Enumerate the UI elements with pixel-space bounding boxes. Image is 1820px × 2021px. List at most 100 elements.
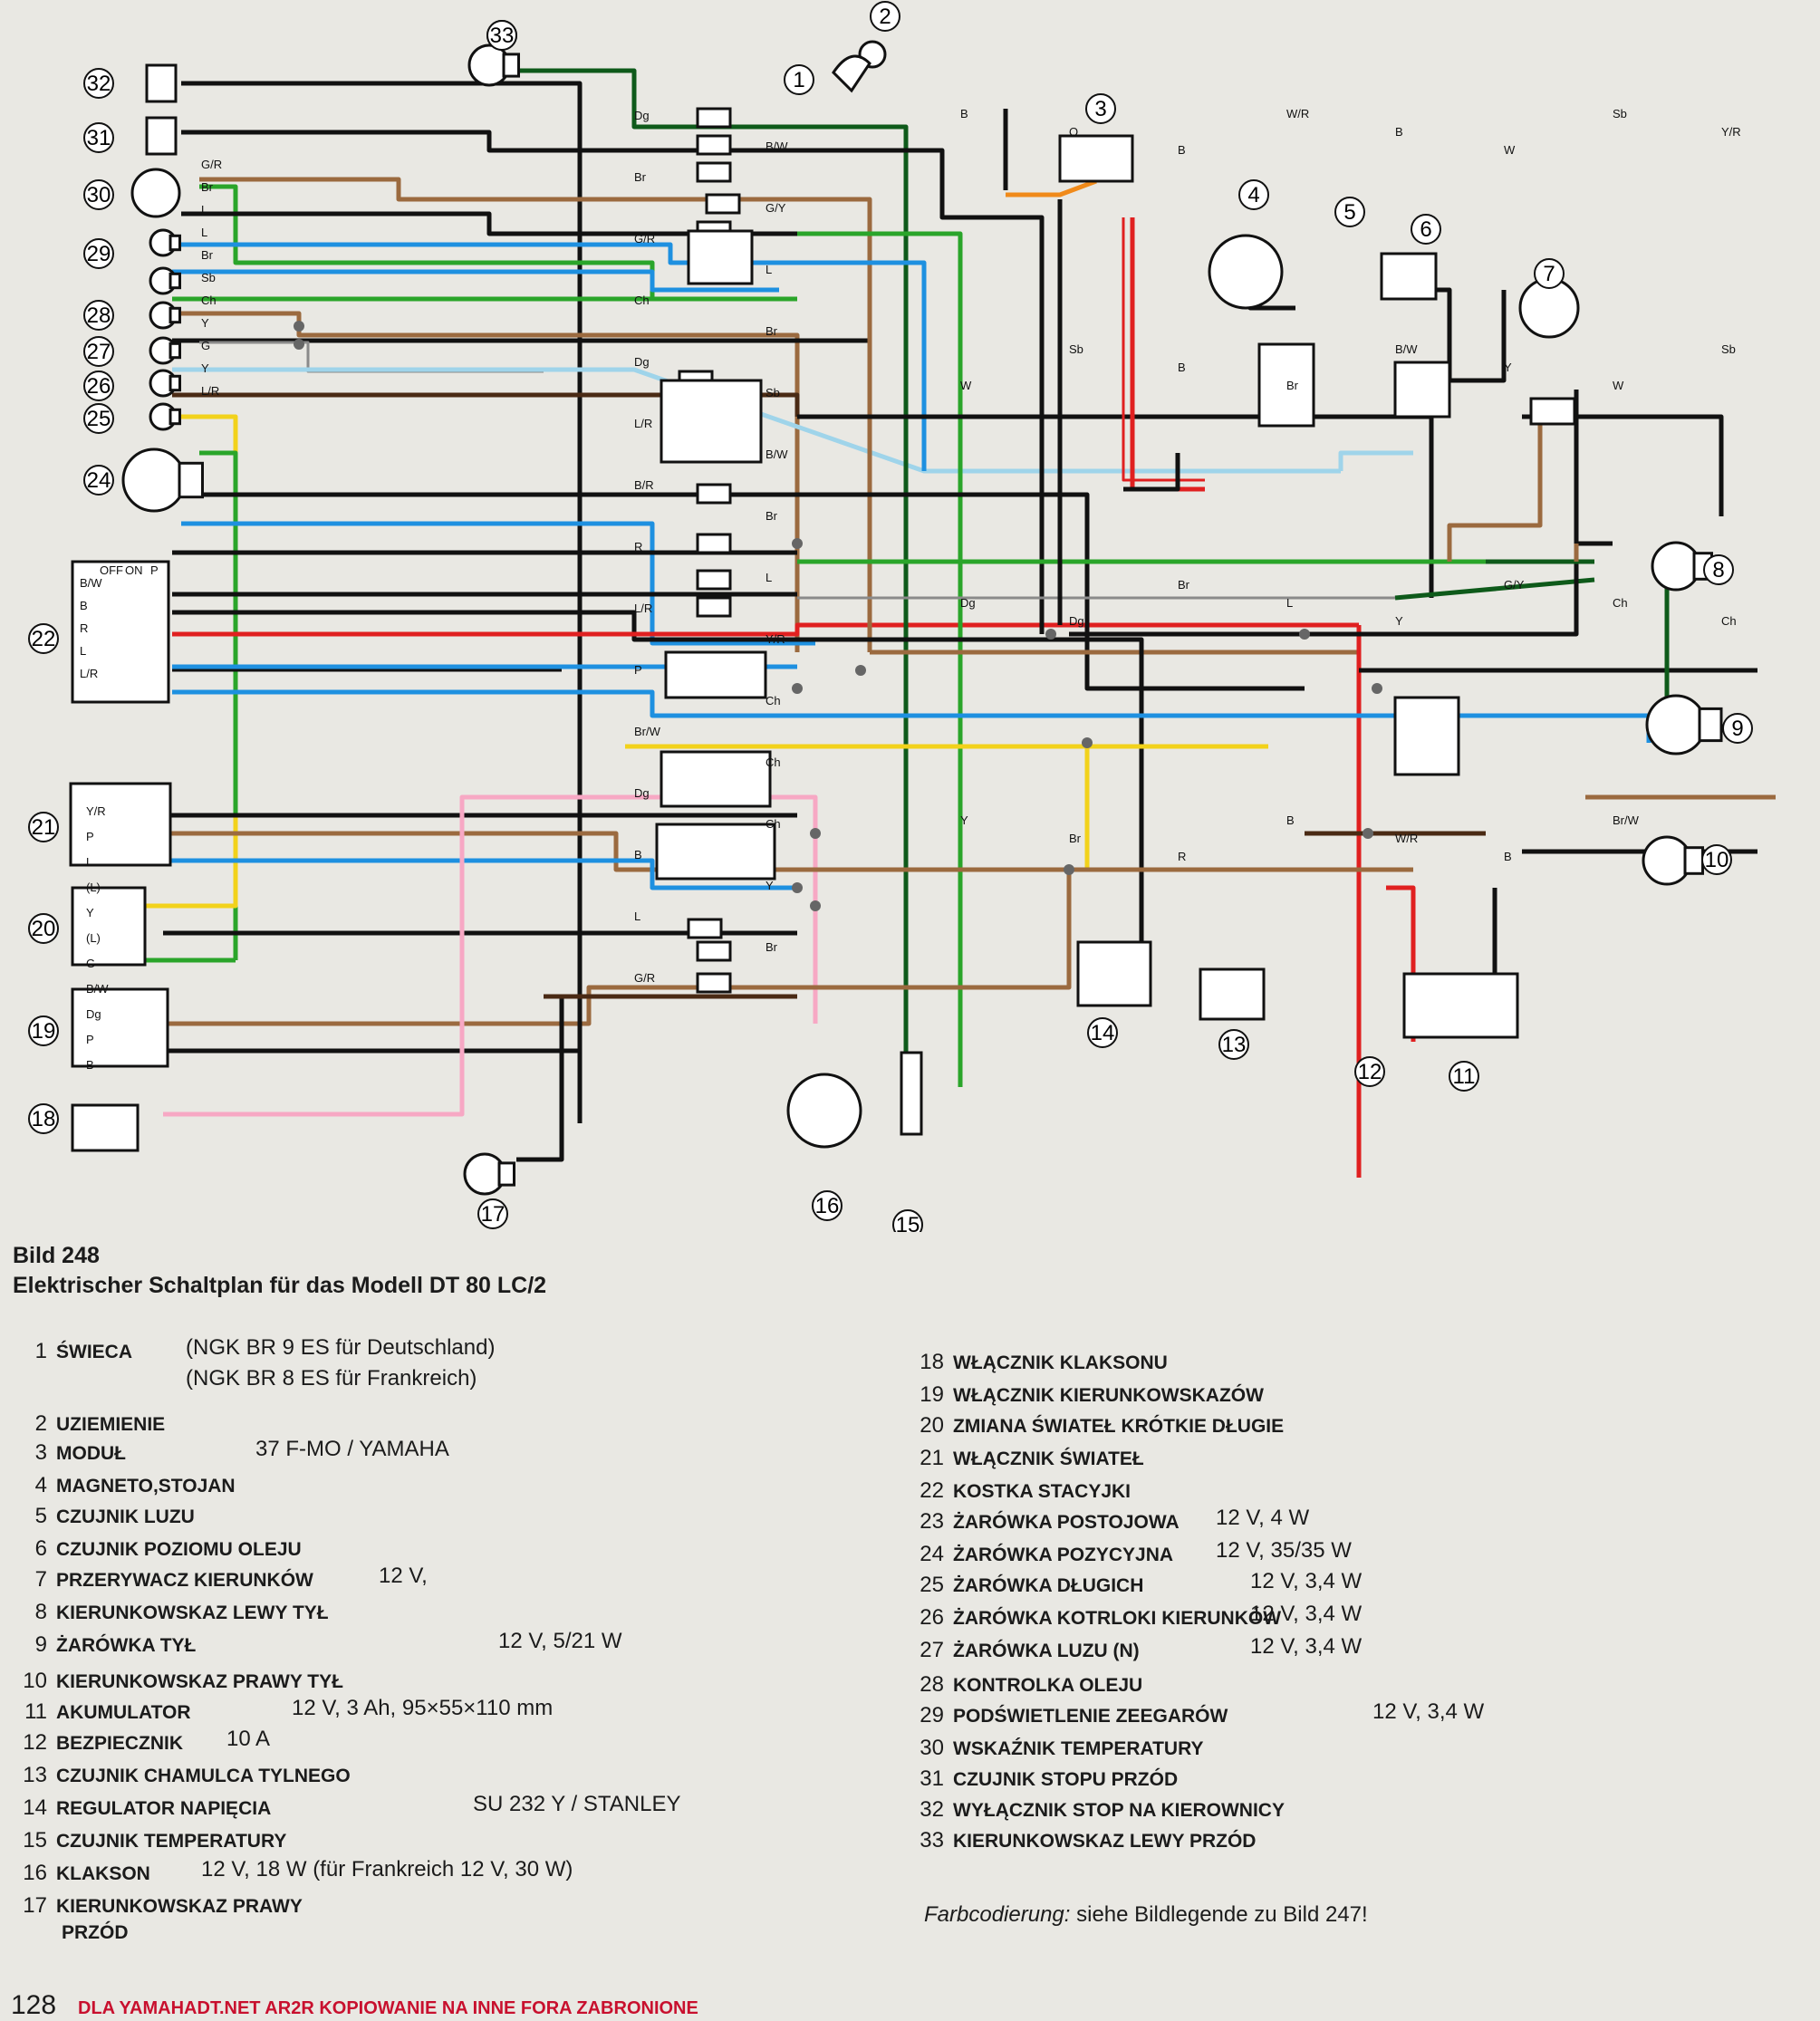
component-number-14: 14 (1087, 1017, 1118, 1048)
temp-sensor-icon (900, 1051, 923, 1136)
component-number-text: 16 (815, 1194, 840, 1218)
wire-code: B/W (766, 140, 788, 153)
legend-label: MODUŁ (56, 1443, 126, 1464)
wire-code: Y/R (86, 804, 106, 818)
component-number-2: 2 (870, 1, 900, 32)
figure-label: Bild 248 (13, 1243, 100, 1268)
component-number-25: 25 (83, 403, 114, 434)
junction-dot (1045, 629, 1056, 640)
wire-code: (L) (86, 881, 101, 894)
wire-code: G (201, 339, 210, 352)
legend-number: 15 (23, 1828, 47, 1853)
wire-code: Sb (1613, 107, 1627, 120)
black-wire (1123, 453, 1180, 492)
connector-block (696, 107, 732, 129)
legend-label: KONTROLKA OLEJU (953, 1675, 1143, 1696)
connector-block-large (660, 379, 763, 464)
oil-sensor-icon (1380, 252, 1438, 301)
legend-label: CZUJNIK POZIOMU OLEJU (56, 1539, 302, 1560)
components (69, 40, 1723, 1196)
legend-number: 28 (920, 1672, 944, 1697)
wire-code: Br (201, 180, 214, 194)
wire-code: B/R (634, 478, 654, 492)
component-number-text: 20 (32, 917, 56, 941)
blue-wire (163, 858, 797, 890)
component-number-labels: 1234567891011121314151617181920212223242… (28, 1, 1753, 1232)
wire-code: Ch (1613, 596, 1628, 610)
indicator-bulb-icon (149, 266, 181, 295)
brown-wire (870, 650, 1362, 797)
component-number-31: 31 (83, 122, 114, 153)
indicator-bulb-icon (149, 336, 181, 365)
wire-code: L/R (634, 417, 652, 430)
component-number-26: 26 (83, 371, 114, 401)
blue-wire (181, 521, 815, 646)
component-number-text: 5 (1343, 200, 1355, 225)
note-rest: siehe Bildlegende zu Bild 247! (1070, 1902, 1368, 1927)
legend-number: 1 (34, 1339, 47, 1363)
black-wire (1522, 414, 1724, 516)
legend-number: 11 (24, 1699, 47, 1724)
wire-code: R (80, 621, 88, 635)
brown-wire (172, 311, 800, 652)
brown-wire (163, 985, 797, 1026)
stop-switch-icon (145, 63, 178, 103)
wire-code: Y (201, 361, 209, 375)
legend-spec: SU 232 Y / STANLEY (473, 1792, 681, 1816)
legend-number: 21 (920, 1446, 944, 1470)
legend-label: KOSTKA STACYJKI (953, 1481, 1131, 1502)
wire-code: W (960, 379, 972, 392)
wire-code: O (1069, 125, 1078, 139)
junction-dot (792, 538, 803, 549)
wire-code: Br/W (1613, 813, 1640, 827)
dimmer-switch-icon (71, 886, 147, 967)
wire-code: Y (86, 906, 94, 919)
wire-code: W/R (1286, 107, 1309, 120)
rear-right-indicator-icon (1642, 835, 1704, 886)
connector-block (696, 569, 732, 591)
component-number-text: 8 (1712, 558, 1724, 582)
legend-number: 24 (920, 1542, 944, 1566)
wire-code: Br (766, 324, 778, 338)
component-number-8: 8 (1703, 554, 1734, 585)
wire-code: L/R (80, 667, 98, 680)
legend-number: 14 (23, 1795, 47, 1820)
black-wire (181, 81, 583, 1123)
component-number-12: 12 (1354, 1056, 1385, 1087)
legend-number: 30 (920, 1736, 944, 1760)
legend-label: PODŚWIETLENIE ZEEGARÓW (953, 1706, 1228, 1727)
wire-code: Br (1069, 832, 1082, 845)
component-number-1: 1 (784, 64, 814, 95)
brown-wire (199, 177, 797, 202)
legend-spec: 12 V, 3,4 W (1250, 1634, 1363, 1659)
wire-code: Y/R (766, 632, 785, 646)
legend-number: 8 (34, 1600, 47, 1624)
page-number: 128 (11, 1990, 57, 2020)
connector-block (705, 193, 741, 215)
legend-label: ZMIANA ŚWIATEŁ KRÓTKIE DŁUGIE (953, 1416, 1285, 1437)
wire-code: B/W (1395, 342, 1418, 356)
wire-code: Sb (201, 271, 216, 284)
legend-number: 25 (920, 1573, 944, 1597)
wire-code: Dg (634, 786, 650, 800)
connector-block-large (664, 650, 767, 699)
connector-block (1257, 342, 1315, 428)
component-number-28: 28 (83, 300, 114, 331)
legend-spec-line2: (NGK BR 8 ES für Frankreich) (186, 1366, 477, 1391)
red-wire (1122, 217, 1205, 482)
legend-label: KIERUNKOWSKAZ PRAWY TYŁ (56, 1671, 343, 1692)
legend-spec: 12 V, 3,4 W (1250, 1602, 1363, 1626)
switch-header: OFF (100, 563, 123, 577)
legend-label: WŁĄCZNIK KIERUNKOWSKAZÓW (953, 1385, 1264, 1406)
wire-code: Ch (766, 755, 781, 769)
component-number-text: 26 (87, 374, 111, 399)
